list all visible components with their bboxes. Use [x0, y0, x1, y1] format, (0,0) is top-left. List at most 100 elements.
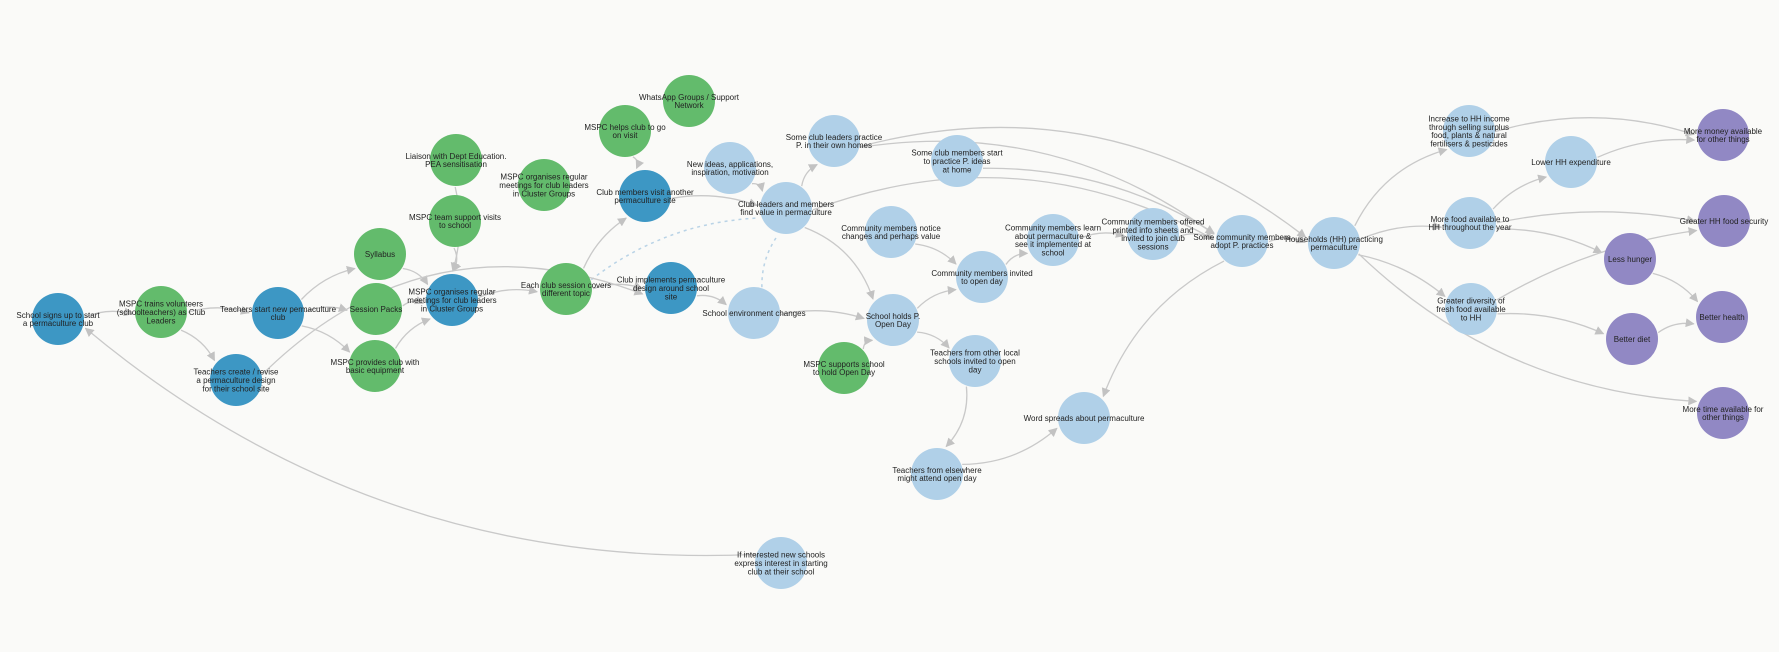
node-circle — [354, 228, 406, 280]
node-liaison-dept-education: Liaison with Dept Education.PEA sensitis… — [406, 134, 507, 186]
node-label: Word spreads about permaculture — [1024, 414, 1145, 423]
node-label: MSPC organises regular — [408, 288, 495, 297]
node-label: Liaison with Dept Education. — [406, 152, 507, 161]
node-circle — [430, 134, 482, 186]
node-circle — [349, 340, 401, 392]
edge-mspc-basic-equipment-to-mspc-meetings-mid — [394, 317, 431, 349]
node-label: Teachers from other local — [930, 349, 1020, 358]
node-label: other things — [1702, 413, 1744, 422]
edge-new-ideas-to-club-leaders-find-value — [751, 182, 765, 192]
node-label: Community members notice — [841, 224, 941, 233]
node-label: adopt P. practices — [1210, 241, 1273, 250]
edge-increase-hh-income-to-more-money — [1495, 117, 1695, 137]
node-circle — [704, 142, 756, 194]
node-circle — [1606, 313, 1658, 365]
node-label: fresh food available — [1436, 305, 1506, 314]
node-label: to hold Open Day — [813, 368, 875, 377]
edge-each-club-session-to-club-leaders-find-value — [590, 217, 759, 281]
edge-mspc-supports-open-day-to-school-holds-open-day — [862, 336, 874, 350]
edge-mspc-trains-volunteers-to-teachers-create-design — [180, 329, 216, 362]
node-circle — [1545, 136, 1597, 188]
node-circle — [619, 170, 671, 222]
node-circle — [1444, 197, 1496, 249]
node-school-env-changes: School environment changes — [702, 287, 806, 339]
edge-club-implements-design-to-school-env-changes — [696, 294, 727, 306]
node-label: school — [1041, 249, 1064, 258]
node-label: (schoolteachers) as Club — [117, 308, 206, 317]
edge-households-practicing-to-more-food-available — [1360, 221, 1443, 240]
edge-club-leaders-find-value-to-leaders-practice-home — [801, 164, 818, 187]
edge-more-food-available-to-greater-food-security — [1496, 211, 1696, 225]
edge-club-members-visit-to-club-leaders-find-value — [671, 195, 758, 208]
node-circle — [755, 537, 807, 589]
node-label: More time available for — [1683, 405, 1764, 414]
node-circle — [135, 286, 187, 338]
edge-better-diet-to-better-health — [1657, 318, 1695, 334]
node-label: permaculture — [1311, 243, 1358, 252]
node-circle — [350, 283, 402, 335]
edge-club-leaders-find-value-to-school-holds-open-day — [804, 226, 875, 300]
node-label: Households (HH) practicing — [1285, 235, 1383, 244]
edge-leaders-practice-home-to-households-practicing — [860, 126, 1307, 238]
node-label: Club implements permaculture — [617, 276, 726, 285]
node-label: Each club session covers — [521, 281, 611, 290]
node-label: School holds P. — [866, 312, 921, 321]
node-label: meetings for club leaders — [407, 296, 496, 305]
node-better-diet: Better diet — [1606, 313, 1658, 365]
node-label: HH throughout the year — [1428, 223, 1511, 232]
edge-school-env-changes-to-school-holds-open-day — [780, 310, 865, 321]
node-label: Some community members — [1193, 233, 1290, 242]
edge-greater-diversity-to-better-diet — [1497, 312, 1605, 335]
node-label: to practice P. ideas — [923, 157, 990, 166]
node-circle — [1308, 217, 1360, 269]
node-label: New ideas, applications, — [687, 160, 773, 169]
node-label: food, plants & natural — [1431, 131, 1507, 140]
node-label: to school — [439, 221, 471, 230]
edge-school-signs-up-to-mspc-trains-volunteers — [84, 307, 133, 318]
edge-teachers-start-club-to-syllabus — [300, 265, 356, 300]
node-label: Open Day — [875, 320, 911, 329]
node-circle — [1058, 392, 1110, 444]
node-label: Syllabus — [365, 250, 395, 259]
edge-more-food-available-to-less-hunger — [1496, 228, 1603, 254]
edge-session-packs-to-mspc-meetings-mid — [402, 295, 425, 307]
node-label: Community members invited — [931, 269, 1032, 278]
node-word-spreads: Word spreads about permaculture — [1024, 392, 1145, 444]
node-label: Club members visit another — [596, 188, 694, 197]
edge-new-schools-interest-to-school-signs-up — [84, 327, 756, 557]
node-circle — [518, 159, 570, 211]
node-mspc-trains-volunteers: MSPC trains volunteers(schoolteachers) a… — [117, 286, 206, 338]
node-circle — [931, 135, 983, 187]
node-label: Better diet — [1614, 335, 1651, 344]
node-circle — [645, 262, 697, 314]
edge-school-env-changes-to-club-leaders-find-value — [761, 235, 779, 288]
node-label: inspiration, motivation — [691, 168, 768, 177]
edge-teachers-start-club-to-session-packs — [304, 303, 348, 313]
node-label: Better health — [1699, 313, 1744, 322]
node-label: Greater HH food security — [1680, 217, 1768, 226]
node-label: express interest in starting — [734, 559, 827, 568]
node-lower-hh-expenditure: Lower HH expenditure — [1531, 136, 1611, 188]
edge-lower-hh-expenditure-to-more-money — [1597, 135, 1696, 158]
node-label: MSPC organises regular — [500, 173, 587, 182]
node-new-ideas: New ideas, applications,inspiration, mot… — [687, 142, 773, 194]
node-less-hunger: Less hunger — [1604, 233, 1656, 285]
node-label: WhatsApp Groups / Support — [639, 93, 740, 102]
node-circle — [865, 206, 917, 258]
node-circle — [1698, 195, 1750, 247]
node-school-holds-open-day: School holds P.Open Day — [866, 294, 921, 346]
node-label: a permaculture club — [23, 319, 94, 328]
